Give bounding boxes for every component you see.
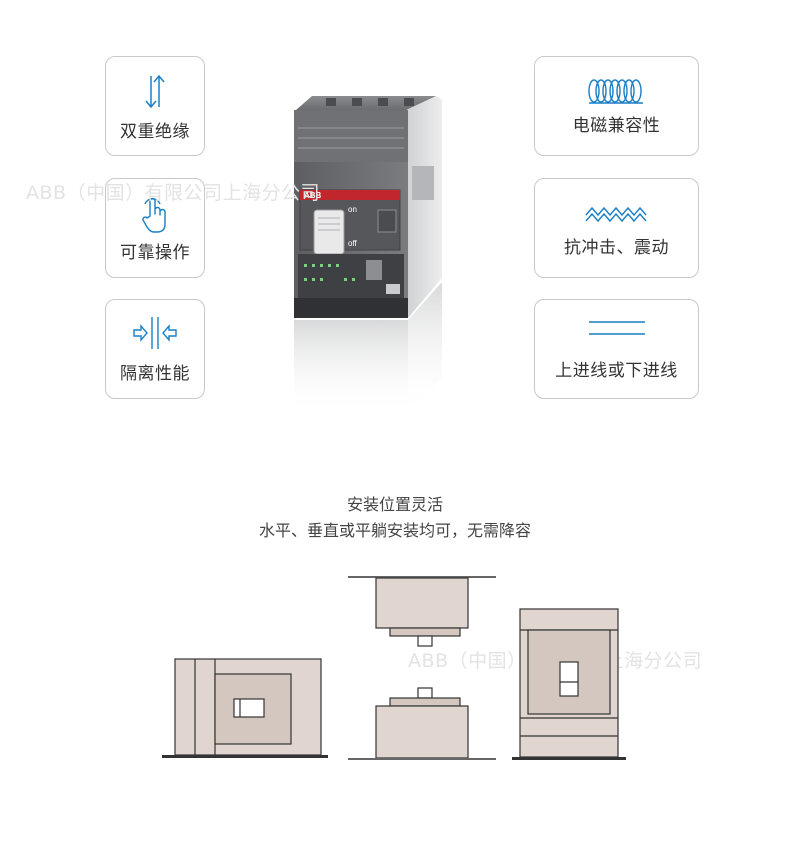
double-line-icon <box>587 318 647 338</box>
vertical-mount-diagram-bottom <box>348 686 496 762</box>
feature-card-emc: 电磁兼容性 <box>534 56 699 156</box>
upright-mount-diagram <box>510 606 628 762</box>
feature-label: 电磁兼容性 <box>572 115 661 136</box>
install-subtitle: 水平、垂直或平躺安装均可，无需降容 <box>258 521 531 540</box>
feature-label: 隔离性能 <box>120 363 190 384</box>
opposing-arrows-icon <box>138 71 172 111</box>
feature-card-isolation: 隔离性能 <box>105 299 205 399</box>
brand-logo: ABB <box>304 191 322 200</box>
off-label: off <box>348 239 358 248</box>
feature-label: 抗冲击、震动 <box>564 237 669 258</box>
horizontal-mount-diagram <box>160 656 330 762</box>
watermark-text: ABB（中国）有限公司上海分公司 <box>26 182 321 204</box>
feature-card-reliable-operation: 可靠操作 <box>105 178 205 278</box>
isolation-arrows-icon <box>129 315 181 351</box>
feature-label: 双重绝缘 <box>120 121 190 142</box>
vertical-mount-diagram-top <box>348 574 496 648</box>
feature-card-top-bottom-feed: 上进线或下进线 <box>534 299 699 399</box>
install-title: 安装位置灵活 <box>346 495 443 514</box>
circuit-breaker-image: ABB on off <box>286 88 442 418</box>
feature-label: 可靠操作 <box>120 242 190 263</box>
coil-icon <box>587 77 647 105</box>
feature-card-double-insulation: 双重绝缘 <box>105 56 205 156</box>
feature-label: 上进线或下进线 <box>555 360 678 381</box>
on-label: on <box>348 205 357 214</box>
pointing-hand-icon <box>138 194 172 236</box>
feature-card-shock-vibration: 抗冲击、震动 <box>534 178 699 278</box>
zigzag-icon <box>584 199 650 225</box>
